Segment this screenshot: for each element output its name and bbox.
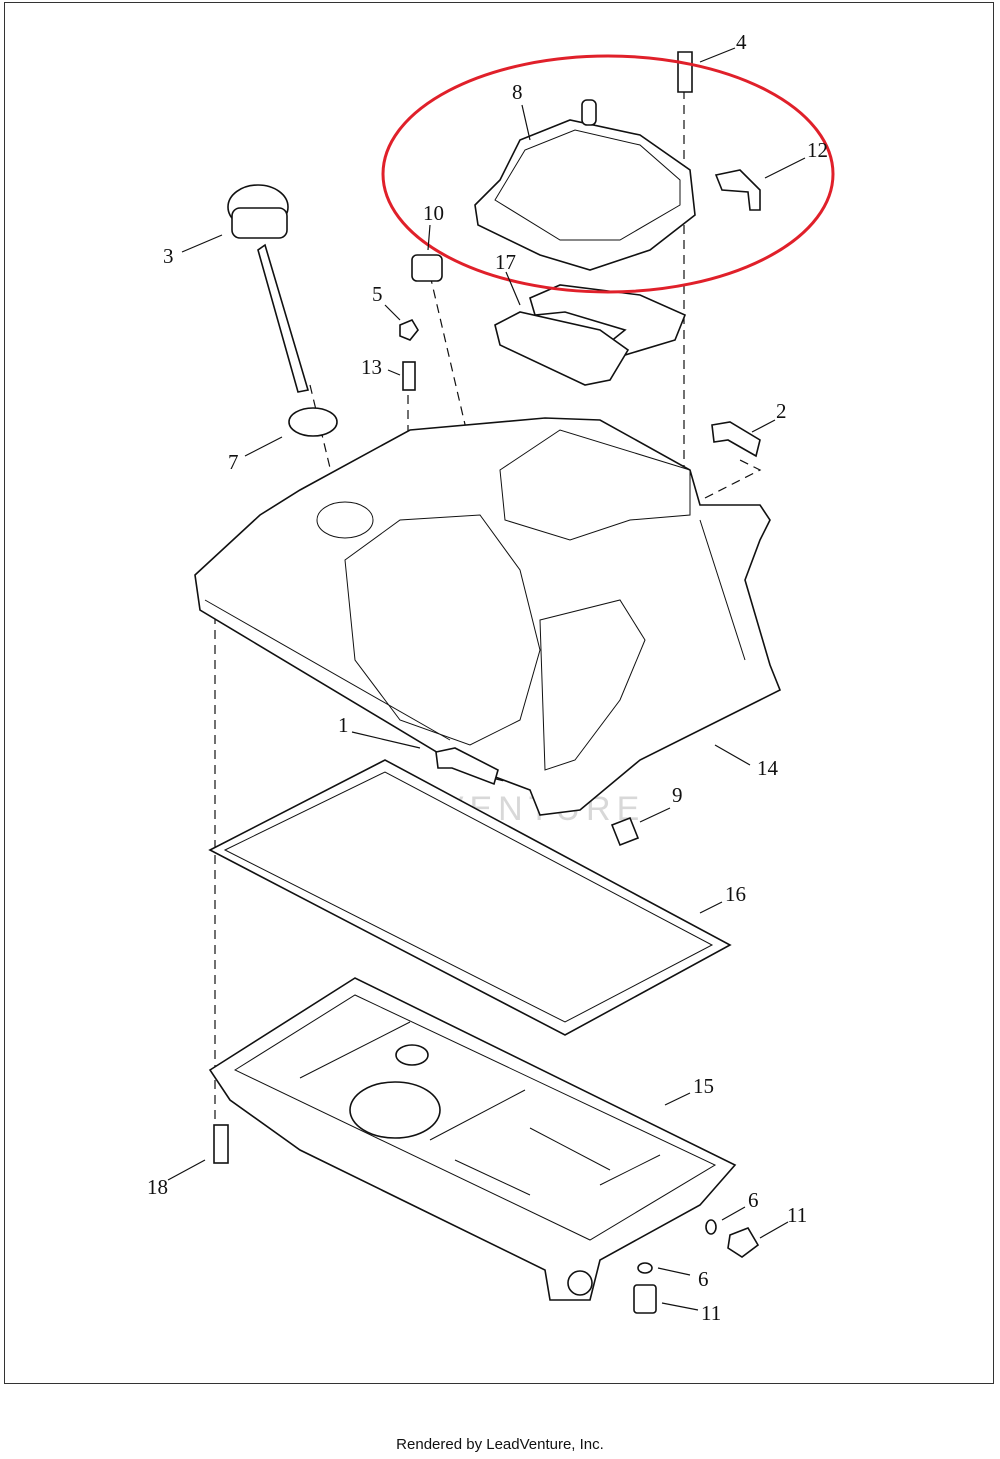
washer-part[interactable] [637, 1262, 653, 1274]
stud-part[interactable] [402, 361, 416, 391]
callout-9[interactable]: 9 [672, 783, 683, 807]
diagram-frame [4, 2, 994, 1384]
oil-pan-part[interactable] [208, 977, 737, 1301]
leader-lines [167, 47, 806, 1311]
callout-4[interactable]: 4 [736, 30, 747, 54]
hose-fitting-part[interactable] [714, 169, 761, 211]
footer-credit: Rendered by LeadVenture, Inc. [396, 1436, 604, 1453]
callout-6[interactable]: 6 [698, 1267, 709, 1291]
callout-1[interactable]: 1 [338, 713, 349, 737]
assembly-line [683, 90, 762, 499]
o-ring-part[interactable] [288, 407, 338, 437]
bolt-part[interactable] [711, 421, 761, 458]
callout-8[interactable]: 8 [512, 80, 523, 104]
callout-11[interactable]: 11 [787, 1203, 807, 1227]
nut-part[interactable] [399, 318, 419, 341]
callout-16[interactable]: 16 [725, 882, 746, 906]
callout-11[interactable]: 11 [701, 1301, 721, 1325]
callout-5[interactable]: 5 [372, 282, 383, 306]
callout-14[interactable]: 14 [757, 756, 779, 780]
drain-plug-part[interactable] [727, 1227, 760, 1258]
grommet-part[interactable] [411, 254, 443, 282]
callout-13[interactable]: 13 [361, 355, 382, 379]
callout-15[interactable]: 15 [693, 1074, 714, 1098]
washer-part[interactable] [705, 1219, 717, 1235]
callout-17[interactable]: 17 [495, 250, 516, 274]
oil-pan-gasket-part[interactable] [208, 759, 732, 1036]
oil-tank-housing-part[interactable] [194, 417, 782, 816]
highlight-ellipse [381, 54, 835, 294]
dipstick-part[interactable] [227, 184, 310, 393]
gasket-part[interactable] [494, 311, 630, 386]
dowel-part[interactable] [610, 816, 640, 847]
callout-7[interactable]: 7 [228, 450, 239, 474]
screw-part[interactable] [677, 51, 693, 93]
callout-18[interactable]: 18 [147, 1175, 168, 1199]
assembly-line [214, 274, 541, 1130]
bolt-part[interactable] [435, 747, 499, 786]
callout-10[interactable]: 10 [423, 201, 444, 225]
callout-12[interactable]: 12 [807, 138, 828, 162]
breather-cover-part[interactable] [474, 99, 696, 271]
drain-plug-part[interactable] [633, 1284, 657, 1314]
screw-part[interactable] [213, 1124, 229, 1164]
callout-3[interactable]: 3 [163, 244, 174, 268]
callout-6[interactable]: 6 [748, 1188, 759, 1212]
callout-2[interactable]: 2 [776, 399, 787, 423]
